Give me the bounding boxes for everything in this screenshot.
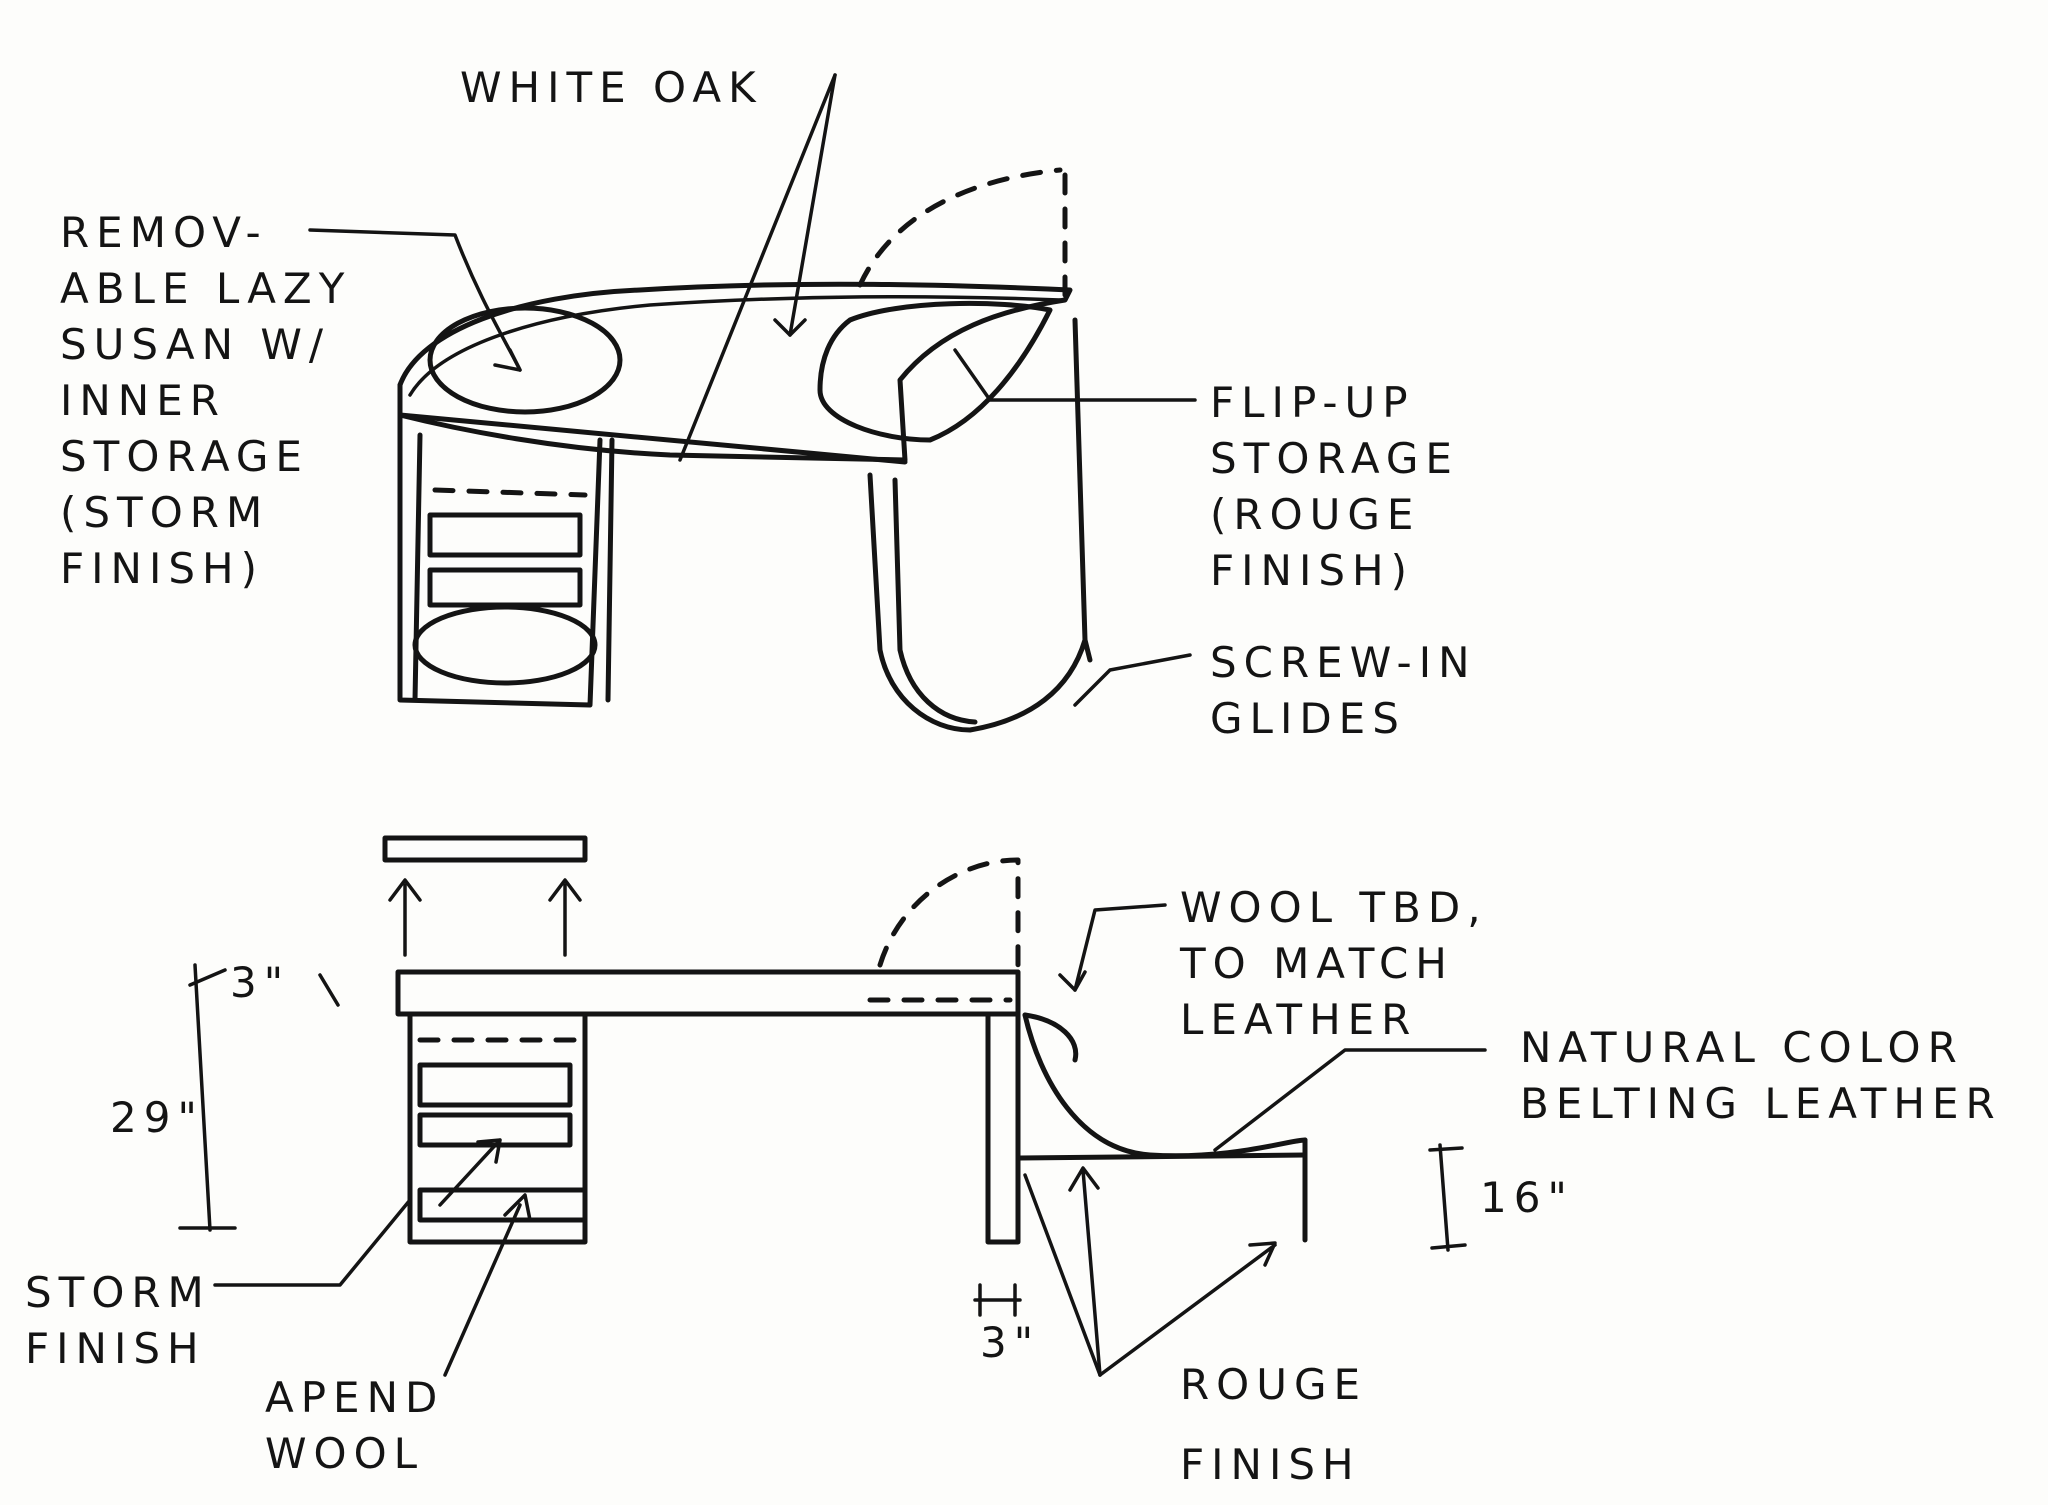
dim-top-thickness: 3" (230, 958, 291, 1007)
label-apend-wool: APEND WOOL (265, 1373, 445, 1478)
dim-height: 29" (110, 1093, 204, 1142)
dim-leg-width: 3" (980, 1318, 1041, 1367)
label-white-oak: WHITE OAK (460, 63, 763, 112)
label-wool-tbd: WOOL TBD, TO MATCH LEATHER (1180, 883, 1488, 1044)
lift-off-lid (382, 835, 588, 863)
label-flip-up-storage: FLIP-UP STORAGE (ROUGE FINISH) (1210, 378, 1459, 595)
right-leg (867, 317, 1088, 733)
label-natural-leather: NATURAL COLOR BELTING LEATHER (1520, 1023, 2002, 1128)
right-leg-elevation (985, 1011, 1021, 1245)
label-storm-finish: STORM FINISH (25, 1268, 211, 1373)
elevation-view (178, 835, 1487, 1377)
lazy-susan-ellipse (427, 305, 623, 415)
perspective-view (308, 73, 1197, 733)
desk-top-outline (397, 281, 1073, 463)
label-rouge-finish: ROUGE FINISH (1180, 1360, 1368, 1489)
flip-up-lid (817, 300, 1053, 443)
dim-seat-height: 16" (1480, 1173, 1574, 1222)
left-pedestal (397, 382, 603, 708)
left-pedestal-elevation (407, 1011, 588, 1245)
desk-top-elevation (395, 969, 1021, 1017)
label-screw-in-glides: SCREW-IN GLIDES (1210, 638, 1477, 743)
label-lazy-susan: REMOV- ABLE LAZY SUSAN W/ INNER STORAGE … (60, 208, 352, 593)
